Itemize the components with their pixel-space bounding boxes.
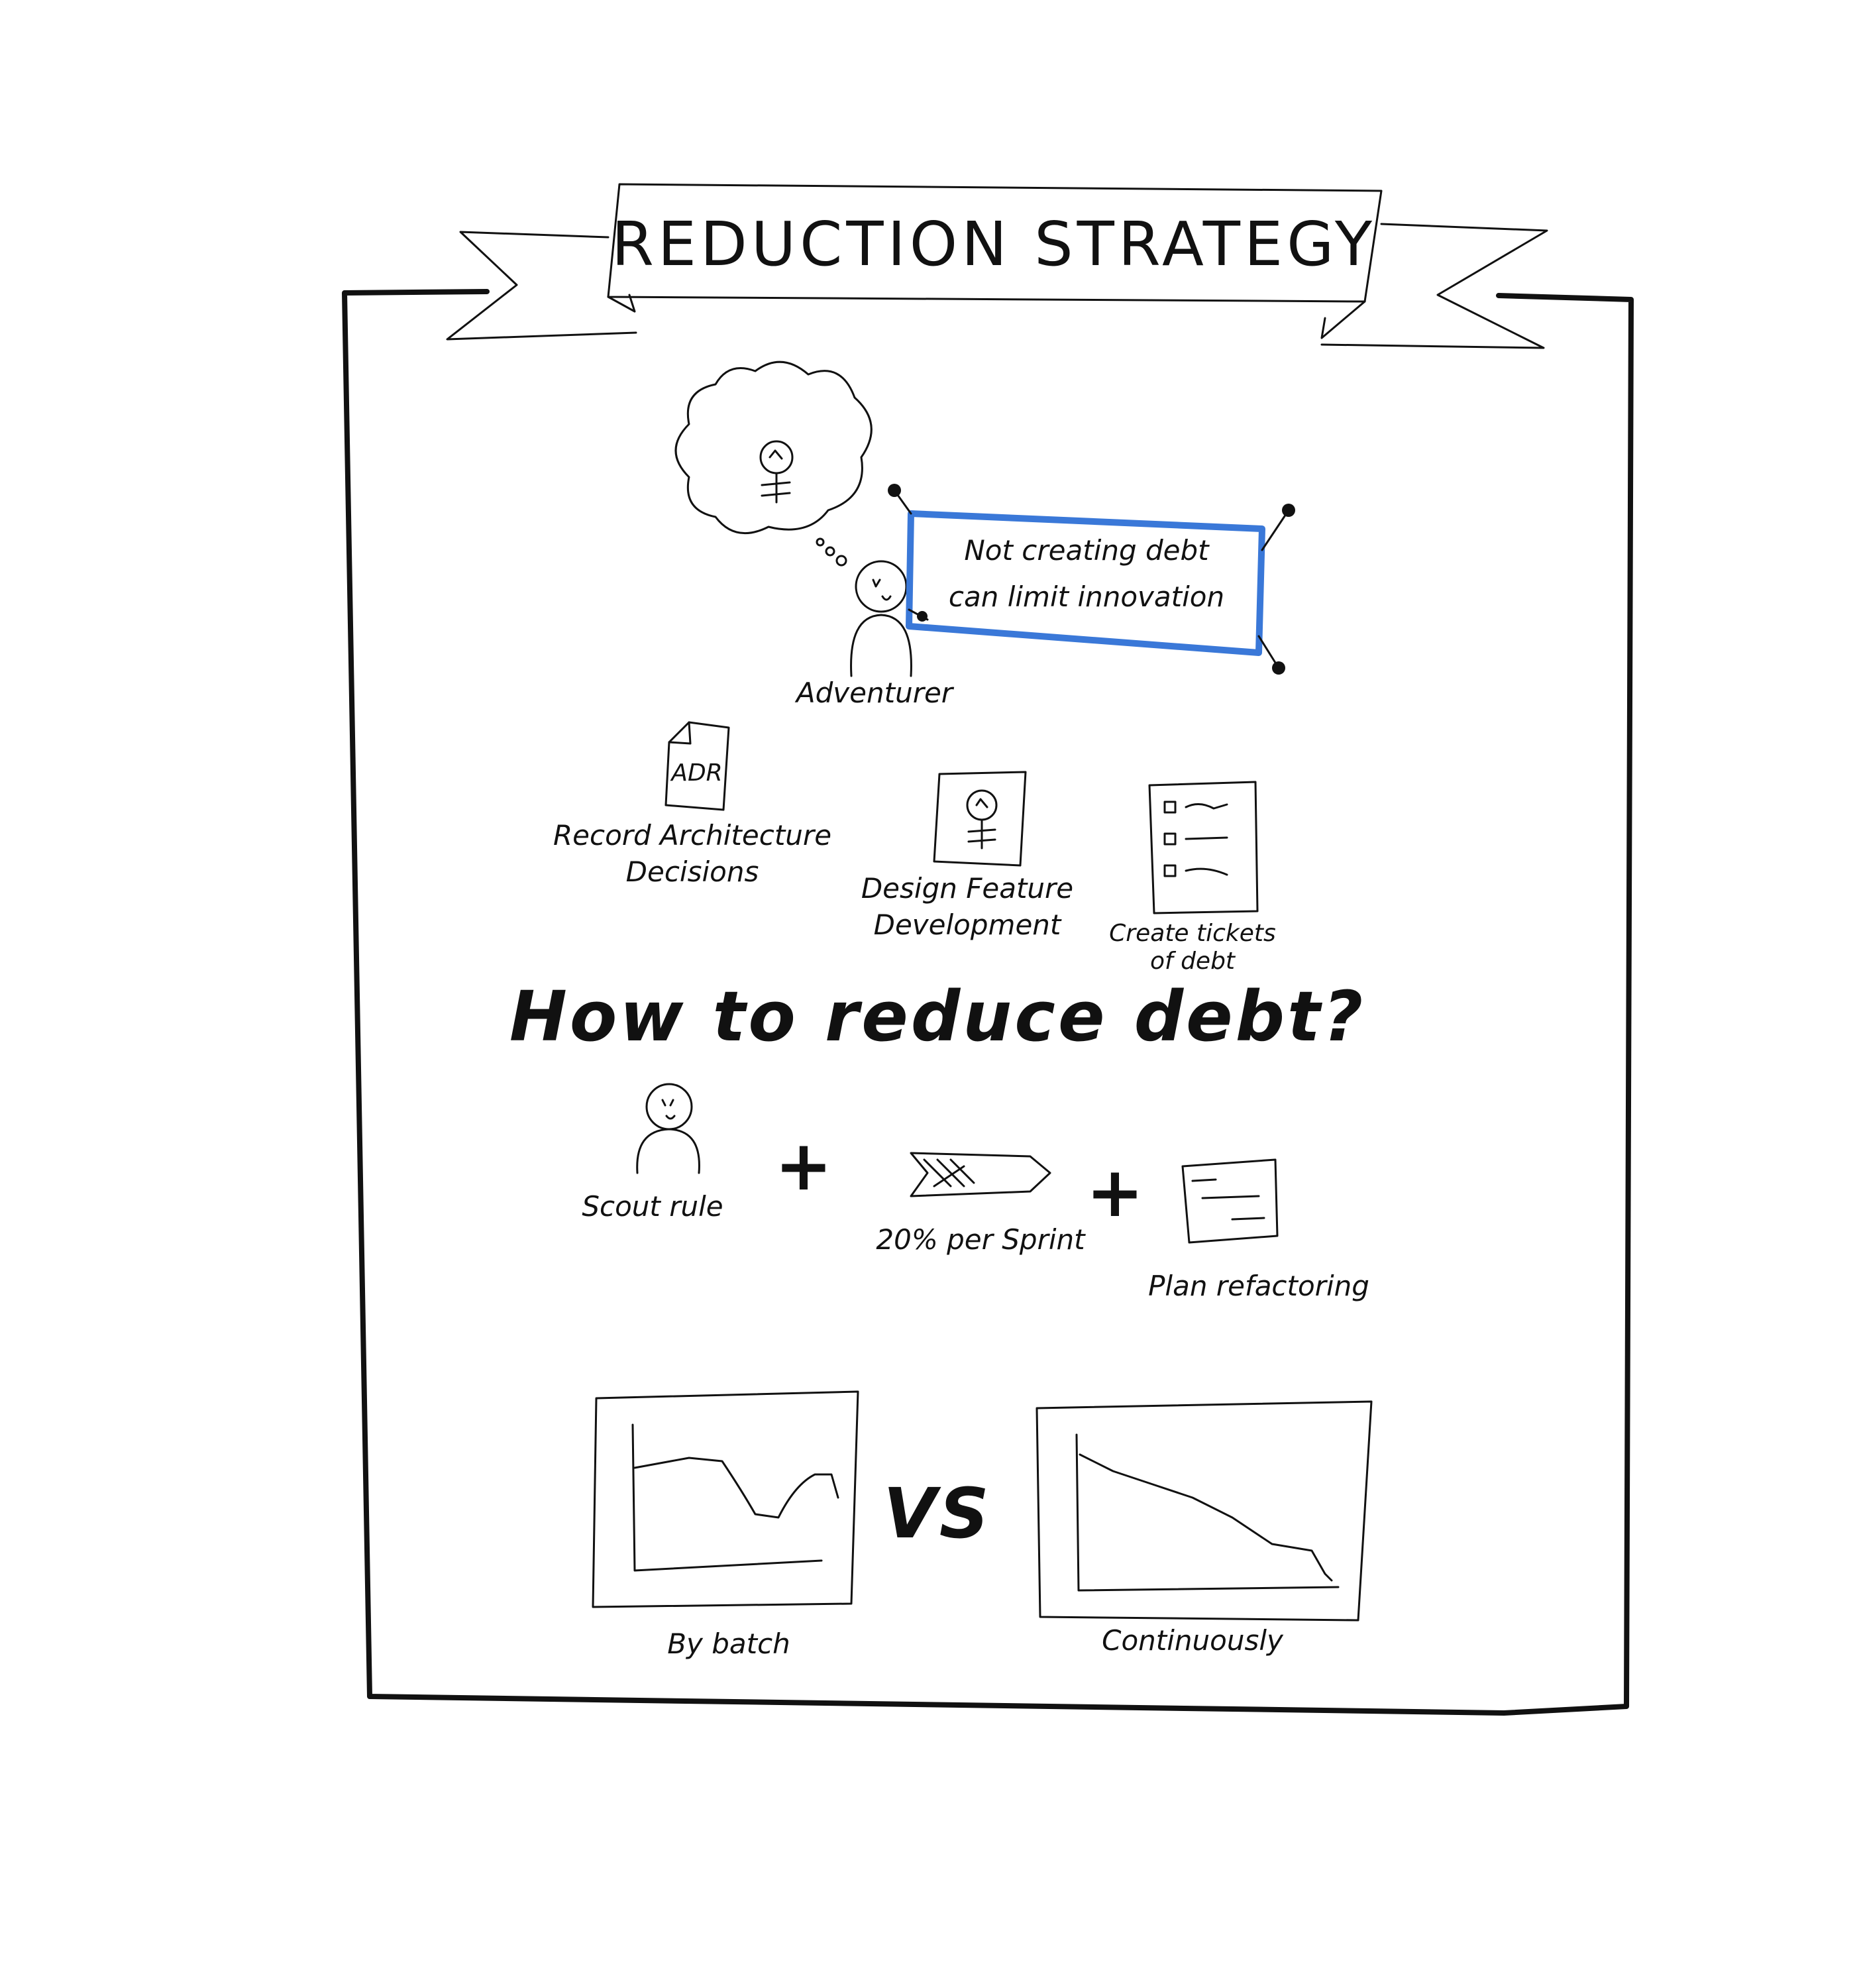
adr-document-icon: ADR bbox=[664, 721, 730, 811]
plus-symbol: + bbox=[774, 1125, 835, 1206]
practice-label-line1: Create tickets bbox=[1109, 920, 1276, 947]
practice-label-line2: Decisions bbox=[626, 856, 759, 888]
lightbulb-frame-icon bbox=[933, 771, 1027, 867]
callout-line-2: can limit innovation bbox=[949, 580, 1224, 613]
practice-label-line1: Design Feature bbox=[861, 872, 1073, 905]
adr-icon-text: ADR bbox=[670, 759, 722, 787]
pin-icon bbox=[1257, 635, 1285, 675]
thought-cloud-icon bbox=[674, 360, 873, 567]
method-label: Plan refactoring bbox=[1148, 1270, 1369, 1302]
chart-label-left: By batch bbox=[667, 1628, 790, 1660]
chart-label-right: Continuously bbox=[1102, 1624, 1284, 1657]
method-label: Scout rule bbox=[582, 1190, 723, 1223]
plus-symbol: + bbox=[1086, 1152, 1146, 1233]
continuous-chart bbox=[1036, 1400, 1373, 1622]
title-banner: REDUCTION STRATEGY bbox=[446, 183, 1548, 349]
callout-line-1: Not creating debt bbox=[964, 534, 1210, 567]
pin-icon bbox=[908, 608, 929, 622]
method-label: 20% per Sprint bbox=[876, 1223, 1086, 1256]
practice-label-line1: Record Architecture bbox=[553, 819, 831, 852]
planning-card-icon bbox=[1181, 1158, 1279, 1244]
central-question: How to reduce debt? bbox=[509, 976, 1365, 1057]
adventurer-label: Adventurer bbox=[794, 677, 955, 709]
sprint-arrow-icon bbox=[910, 1152, 1051, 1197]
checklist-icon bbox=[1148, 781, 1259, 914]
batch-chart bbox=[592, 1390, 859, 1608]
lightbulb-icon bbox=[759, 440, 794, 504]
adventurer-person-icon bbox=[850, 560, 912, 677]
versus-label: VS bbox=[883, 1473, 991, 1554]
outer-frame bbox=[342, 289, 1634, 1716]
innovation-callout: Not creating debt can limit innovation bbox=[888, 484, 1295, 675]
practice-label-line2: Development bbox=[874, 909, 1062, 941]
pin-icon bbox=[888, 484, 912, 515]
pin-icon bbox=[1261, 504, 1295, 551]
scout-person-icon bbox=[636, 1083, 700, 1174]
practice-label-line2: of debt bbox=[1150, 948, 1236, 975]
page-title: REDUCTION STRATEGY bbox=[611, 209, 1376, 280]
